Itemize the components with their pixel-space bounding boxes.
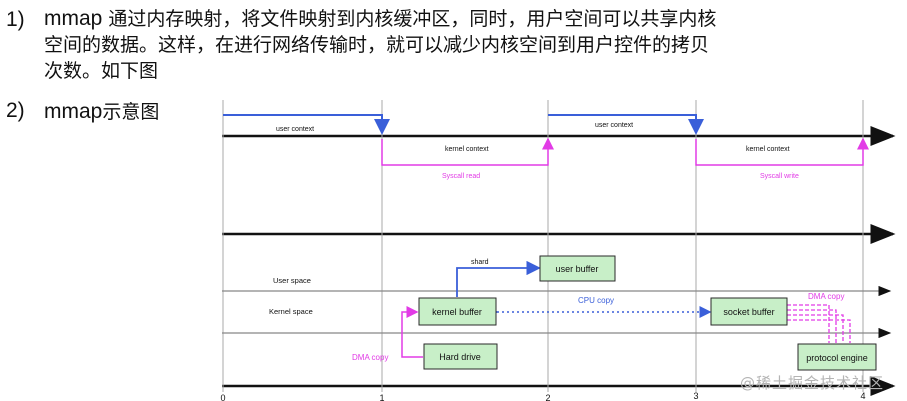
- socket-buffer-label: socket buffer: [723, 307, 774, 317]
- user-context-label-1: user context: [276, 126, 314, 133]
- cpu-copy-label: CPU copy: [578, 296, 614, 305]
- tick-4: 4: [860, 391, 865, 401]
- user-context-label-2: user context: [595, 122, 633, 129]
- paragraph-1-line2: 空间的数据。这样，在进行网络传输时，就可以减少内核空间到用户控件的拷贝: [44, 34, 710, 56]
- shard-arrow: [456, 260, 541, 297]
- socket-buffer-box: socket buffer: [710, 297, 788, 326]
- kernel-context-label-1: kernel context: [445, 146, 489, 153]
- dma-copy-right-label: DMA copy: [808, 292, 844, 301]
- kernel-context-path-2: [695, 137, 869, 166]
- dma-copy-left-label: DMA copy: [352, 353, 388, 362]
- user-buffer-label: user buffer: [556, 264, 599, 274]
- paragraph-1-line3: 次数。如下图: [44, 60, 159, 82]
- dma-copy-left-arrow: [401, 306, 423, 358]
- kernel-buffer-label: kernel buffer: [432, 307, 482, 317]
- user-context-path-2: [548, 114, 704, 135]
- tick-2: 2: [545, 393, 550, 401]
- paragraph-2-rest: 示意图: [102, 101, 160, 123]
- list-number-1: 1): [6, 8, 25, 31]
- tick-0: 0: [220, 393, 225, 401]
- kernel-context-path-1: [381, 137, 554, 166]
- paragraph-2-lead: mmap: [44, 100, 103, 123]
- syscall-write-label: Syscall write: [760, 173, 799, 180]
- tick-1: 1: [379, 393, 384, 401]
- dma-copy-right-arrows: [787, 304, 851, 343]
- list-number-2: 2): [6, 99, 25, 122]
- user-buffer-box: user buffer: [539, 255, 616, 282]
- paragraph-1: mmap 通过内存映射，将文件映射到内核缓冲区，同时，用户空间可以共享内核 空间…: [44, 6, 894, 84]
- hard-drive-box: Hard drive: [423, 343, 498, 370]
- paragraph-2: mmap示意图: [44, 99, 159, 125]
- paragraph-1-line1: 通过内存映射，将文件映射到内核缓冲区，同时，用户空间可以共享内核: [102, 8, 717, 30]
- watermark: @稀土掘金技术社区: [740, 374, 885, 392]
- paragraph-1-lead: mmap: [44, 7, 103, 30]
- kernel-buffer-box: kernel buffer: [418, 297, 497, 326]
- user-context-path-1: [223, 114, 390, 135]
- syscall-read-label: Syscall read: [442, 173, 480, 180]
- kernel-context-label-2: kernel context: [746, 146, 790, 153]
- kernel-space-label: Kernel space: [269, 307, 313, 316]
- tick-3: 3: [693, 391, 698, 401]
- shard-label: shard: [471, 259, 489, 266]
- user-space-label: User space: [273, 276, 311, 285]
- protocol-engine-box: protocol engine: [797, 343, 877, 371]
- protocol-engine-label: protocol engine: [806, 353, 868, 363]
- hard-drive-label: Hard drive: [439, 352, 481, 362]
